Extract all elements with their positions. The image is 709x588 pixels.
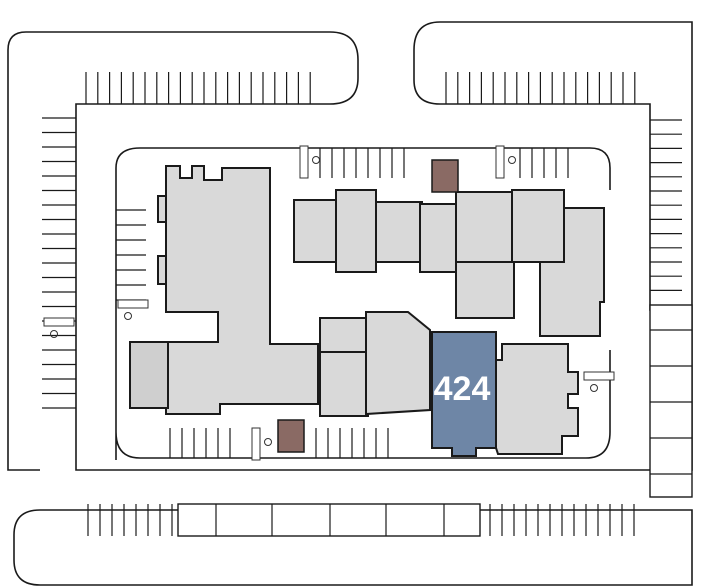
parking-stalls-bottom	[87, 504, 635, 536]
building-west	[165, 165, 319, 415]
landscape-markers	[43, 145, 615, 461]
building-east	[495, 343, 579, 455]
shop-north-1	[293, 199, 339, 263]
outer-boundary	[7, 31, 693, 586]
building-west-notch	[157, 195, 167, 223]
inner-road	[115, 147, 611, 460]
parking-stalls-inner-top	[319, 148, 569, 178]
parking-stalls-bottom-boxed	[177, 503, 481, 537]
parking-stalls-right-boxed	[649, 304, 693, 498]
shop-northeast	[539, 207, 605, 337]
suite-424[interactable]: 424	[431, 331, 497, 457]
building-west-notch-2	[157, 255, 167, 285]
tree-icon	[590, 384, 598, 392]
tree-icon	[312, 156, 320, 164]
landscape-hatch	[117, 299, 149, 309]
shop-center-1	[319, 317, 369, 355]
parking-stalls-left	[42, 117, 76, 409]
shop-north-2	[335, 189, 377, 273]
parking-stalls-top-left	[85, 72, 311, 104]
tree-icon	[264, 438, 272, 446]
shop-north-6	[455, 261, 515, 319]
building-west-annex	[129, 341, 169, 409]
parking-stalls-top-right	[445, 72, 636, 104]
kiosk-south	[277, 419, 305, 453]
suite-424-label: 424	[434, 370, 491, 408]
landscape-hatch	[43, 317, 75, 327]
landscape-hatch	[251, 427, 261, 461]
landscape-hatch	[583, 371, 615, 381]
shop-center-2	[319, 351, 369, 417]
tree-icon	[124, 312, 132, 320]
kiosk-north	[431, 159, 459, 193]
landscape-hatch	[299, 145, 309, 179]
tree-icon	[50, 330, 58, 338]
parking-stalls-inner-bottom	[169, 428, 389, 458]
tree-icon	[508, 156, 516, 164]
shop-north-3	[375, 201, 423, 263]
shop-north-7	[511, 189, 565, 263]
shop-center-3	[365, 311, 431, 416]
parking-stalls-right	[650, 119, 682, 291]
shop-north-4	[419, 203, 459, 273]
landscape-hatch	[495, 145, 505, 179]
shop-north-5	[455, 191, 515, 263]
